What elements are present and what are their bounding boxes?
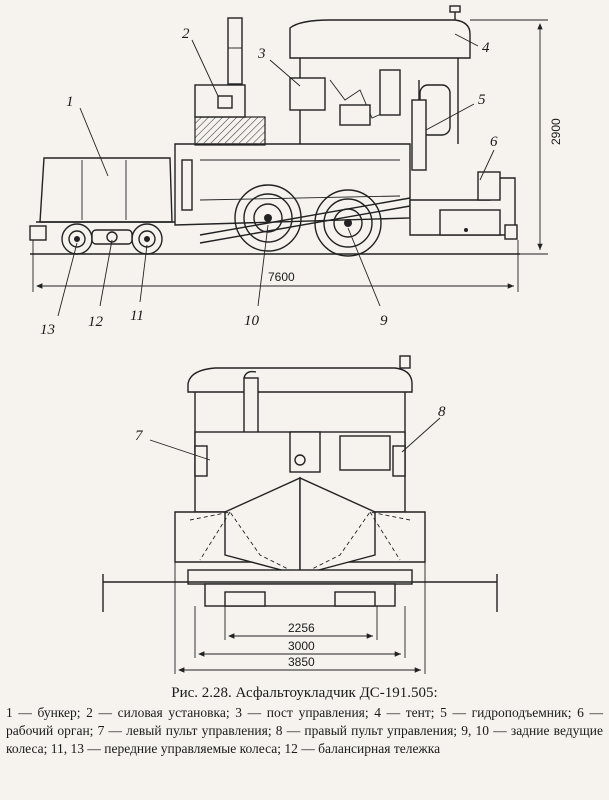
screed [409,171,518,240]
figure-caption: Рис. 2.28. Асфальтоукладчик ДС-191.505: … [0,684,609,800]
main-body [174,17,411,226]
label-hydro-lift: 5 [478,92,486,108]
label-wheel-11: 11 [130,308,144,324]
caption-title: Рис. 2.28. Асфальтоукладчик ДС-191.505: [171,685,438,701]
operator-station [289,69,451,136]
label-operator-station: 3 [257,46,266,62]
rear-wheel-10 [234,184,302,252]
caption-legend: 1 — бункер; 2 — силовая установка; 3 — п… [6,705,603,756]
rear-wheel-9 [314,189,382,257]
length-dimension: 7600 [32,240,519,292]
side-view: 2900 7600 1 2 3 4 5 6 10 9 13 12 11 [29,5,563,338]
length-value: 7600 [268,270,295,284]
label-wheel-10: 10 [244,313,260,329]
label-canopy: 4 [482,40,490,56]
width-outer-value: 3850 [288,655,315,669]
hopper [29,157,185,241]
width-mid-value: 3000 [288,639,315,653]
label-right-console: 8 [438,404,446,420]
label-wheel-13: 13 [40,322,55,338]
label-hopper: 1 [66,94,74,110]
height-value: 2900 [549,118,563,145]
label-screed: 6 [490,134,498,150]
paver-technical-drawing: 2900 7600 1 2 3 4 5 6 10 9 13 12 11 [29,5,563,674]
width-inner-value: 2256 [288,621,315,635]
label-left-console: 7 [135,428,144,444]
height-dimension: 2900 [470,19,563,255]
front-view: 2256 3000 3850 7 8 [102,355,498,674]
label-bogie: 12 [88,314,104,330]
front-wheel-11 [131,223,163,255]
hydro-lift [411,80,427,171]
label-power-unit: 2 [182,26,190,42]
label-wheel-9: 9 [380,313,388,329]
front-wheel-13 [61,223,93,255]
